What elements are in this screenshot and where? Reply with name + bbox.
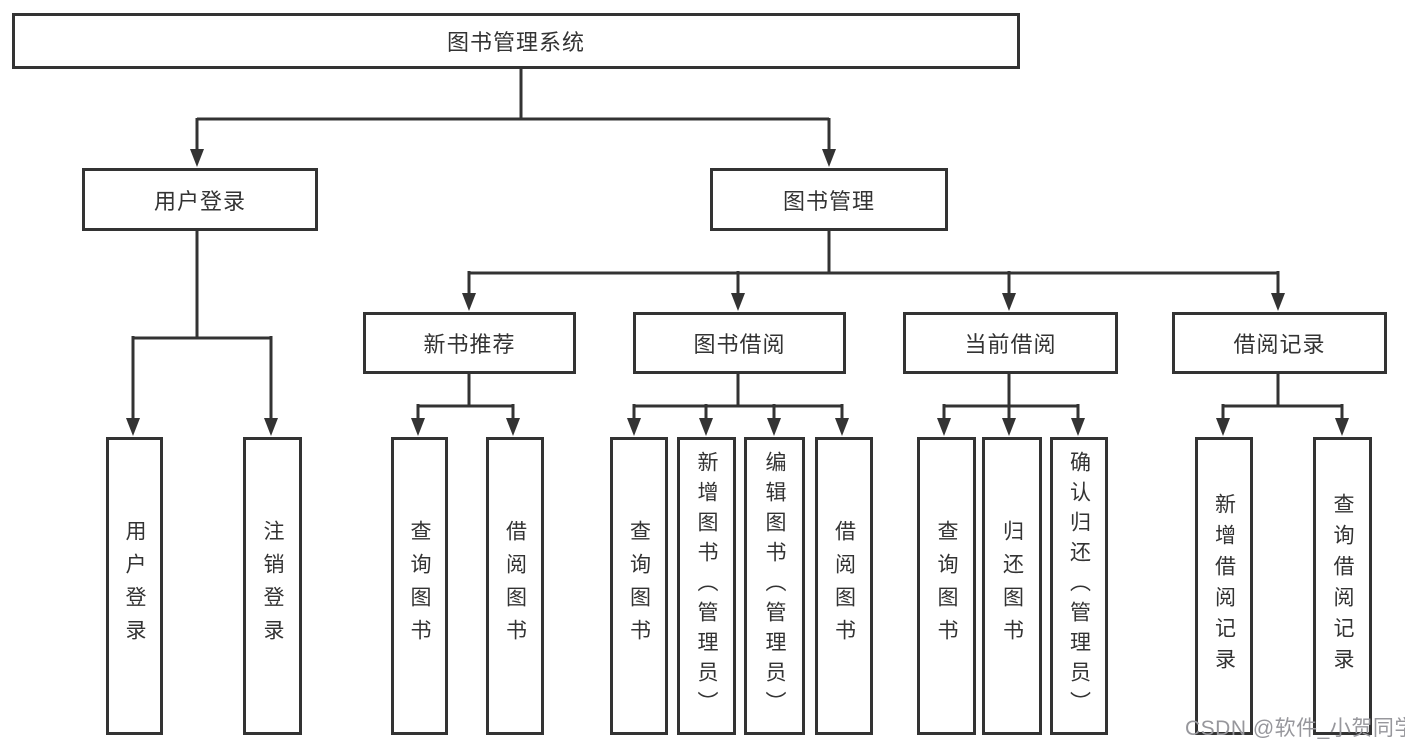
- node-label: 图书借阅: [693, 332, 786, 357]
- node-label: 用户登录: [153, 188, 246, 214]
- leaf-label: 新增图书（管理员）: [695, 451, 718, 721]
- node-new-book-recommend: 新书推荐: [363, 312, 576, 374]
- node-label: 当前借阅: [964, 332, 1057, 357]
- leaf-query-books-current: 查询图书: [917, 437, 976, 735]
- leaf-label: 用户登录: [123, 520, 146, 652]
- leaf-borrow-book-recommend: 借阅图书: [486, 437, 544, 735]
- leaf-label: 查询图书: [408, 520, 431, 652]
- csdn-watermark: CSDN @软件_小贺同学: [1185, 717, 1405, 740]
- leaf-label: 借阅图书: [832, 520, 856, 652]
- leaf-label: 查询图书: [627, 520, 651, 652]
- leaf-label: 借阅图书: [503, 520, 527, 652]
- node-label: 图书管理系统: [446, 30, 585, 55]
- leaf-confirm-return-admin: 确认归还（管理员）: [1050, 437, 1108, 735]
- node-book-management: 图书管理: [710, 168, 948, 231]
- leaf-logout: 注销登录: [243, 437, 302, 735]
- node-label: 新书推荐: [423, 332, 516, 357]
- leaf-label: 查询借阅记录: [1331, 493, 1354, 679]
- node-current-borrowing: 当前借阅: [903, 312, 1118, 374]
- leaf-query-books-borrowing: 查询图书: [610, 437, 668, 735]
- leaf-borrow-book: 借阅图书: [815, 437, 873, 735]
- leaf-user-login: 用户登录: [106, 437, 163, 735]
- leaf-add-book-admin: 新增图书（管理员）: [677, 437, 736, 735]
- node-user-login: 用户登录: [82, 168, 318, 231]
- leaf-add-borrow-record: 新增借阅记录: [1195, 437, 1253, 735]
- node-book-borrowing: 图书借阅: [633, 312, 846, 374]
- leaf-label: 确认归还（管理员）: [1067, 451, 1091, 721]
- leaf-query-books-recommend: 查询图书: [391, 437, 448, 735]
- node-label: 借阅记录: [1233, 332, 1326, 357]
- leaf-label: 归还图书: [1000, 520, 1024, 652]
- leaf-label: 注销登录: [261, 520, 284, 652]
- node-library-management-system: 图书管理系统: [12, 13, 1020, 69]
- leaf-return-book: 归还图书: [982, 437, 1042, 735]
- leaf-label: 新增借阅记录: [1212, 493, 1236, 679]
- node-label: 图书管理: [782, 188, 875, 214]
- leaf-query-borrow-record: 查询借阅记录: [1313, 437, 1372, 735]
- leaf-label: 查询图书: [935, 520, 958, 652]
- leaf-edit-book-admin: 编辑图书（管理员）: [744, 437, 805, 735]
- node-borrowing-records: 借阅记录: [1172, 312, 1387, 374]
- leaf-label: 编辑图书（管理员）: [763, 451, 786, 721]
